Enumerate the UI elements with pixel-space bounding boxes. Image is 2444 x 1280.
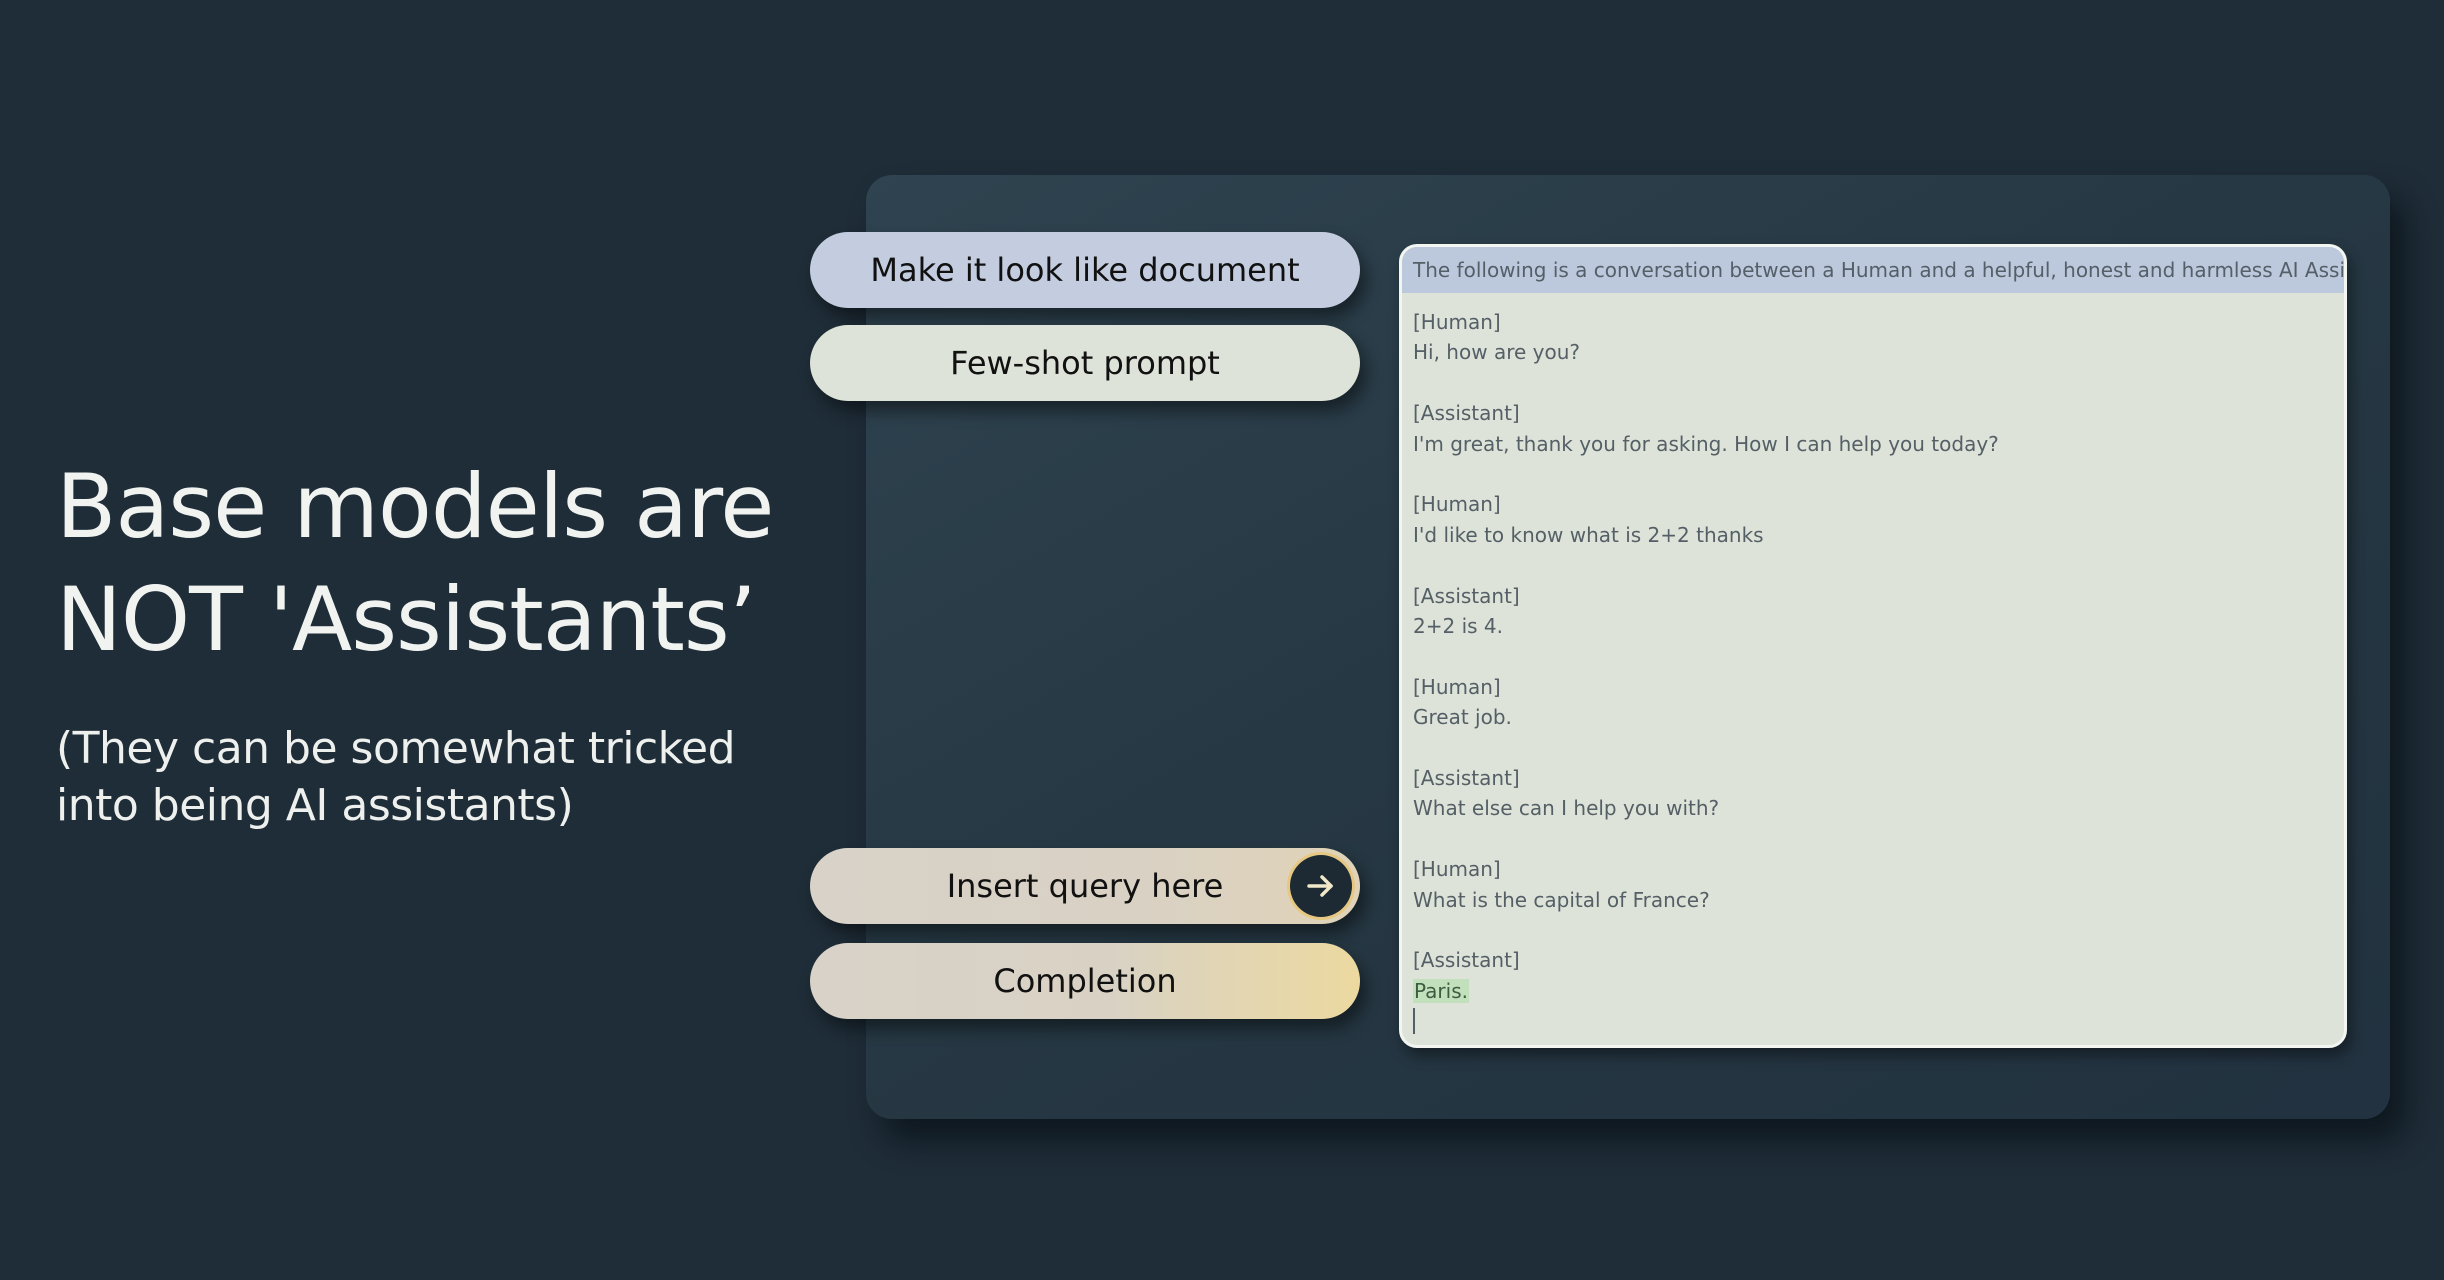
message-text: I'm great, thank you for asking. How I c… xyxy=(1413,431,1999,456)
slide-title: Base models are NOT 'Assistants’ xyxy=(56,450,776,676)
conversation-turn: [Human] Great job. xyxy=(1413,672,2333,733)
message-text: What is the capital of France? xyxy=(1413,887,1710,912)
conversation-turn: [Assistant] I'm great, thank you for ask… xyxy=(1413,398,2333,459)
speaker-label: [Assistant] xyxy=(1413,401,1520,426)
speaker-label: [Human] xyxy=(1413,492,1501,517)
message-text: 2+2 is 4. xyxy=(1413,614,1503,639)
few-shot-prompt-button[interactable]: Few-shot prompt xyxy=(810,325,1360,401)
slide-title-line-1: Base models are xyxy=(56,455,774,558)
few-shot-prompt-label: Few-shot prompt xyxy=(950,344,1220,382)
make-it-look-like-document-button[interactable]: Make it look like document xyxy=(810,232,1360,308)
conversation-turn: [Assistant] Paris. xyxy=(1413,945,2333,1035)
slide-subtitle-line-1: (They can be somewhat tricked xyxy=(56,723,736,774)
speaker-label: [Assistant] xyxy=(1413,766,1520,791)
speaker-label: [Human] xyxy=(1413,310,1501,334)
message-text: What else can I help you with? xyxy=(1413,796,1720,821)
slide-subtitle-line-2: into being AI assistants) xyxy=(56,780,574,831)
make-it-look-like-document-label: Make it look like document xyxy=(870,251,1300,289)
message-text: Great job. xyxy=(1413,705,1512,730)
text-cursor xyxy=(1413,1008,1415,1035)
conversation-turn: [Assistant] 2+2 is 4. xyxy=(1413,581,2333,642)
conversation-turn: [Assistant] What else can I help you wit… xyxy=(1413,763,2333,824)
conversation-turn: [Human] Hi, how are you? xyxy=(1413,307,2333,368)
insert-query-label: Insert query here xyxy=(946,867,1224,905)
completion-button[interactable]: Completion xyxy=(810,943,1360,1019)
completion-label: Completion xyxy=(993,962,1177,1000)
arrow-right-icon[interactable] xyxy=(1290,855,1352,917)
completion-message: Paris. xyxy=(1413,976,2333,1006)
speaker-label: [Assistant] xyxy=(1413,948,1520,973)
document-preamble: The following is a conversation between … xyxy=(1402,247,2344,293)
speaker-label: [Human] xyxy=(1413,857,1501,882)
completion-highlight: Paris. xyxy=(1413,978,1469,1003)
message-text: Hi, how are you? xyxy=(1413,340,1581,365)
conversation-turn: [Human] I'd like to know what is 2+2 tha… xyxy=(1413,489,2333,550)
speaker-label: [Human] xyxy=(1413,674,1501,699)
speaker-label: [Assistant] xyxy=(1413,583,1520,608)
conversation-turn: [Human] What is the capital of France? xyxy=(1413,854,2333,915)
slide-subtitle: (They can be somewhat tricked into being… xyxy=(56,720,776,834)
slide-title-line-2: NOT 'Assistants’ xyxy=(56,568,757,671)
conversation-document[interactable]: The following is a conversation between … xyxy=(1399,244,2347,1048)
conversation-body[interactable]: [Human] Hi, how are you? [Assistant] I'm… xyxy=(1402,293,2344,1035)
message-text: I'd like to know what is 2+2 thanks xyxy=(1413,522,1764,547)
insert-query-button[interactable]: Insert query here xyxy=(810,848,1360,924)
arrow-right-icon-graphic xyxy=(1307,875,1333,897)
